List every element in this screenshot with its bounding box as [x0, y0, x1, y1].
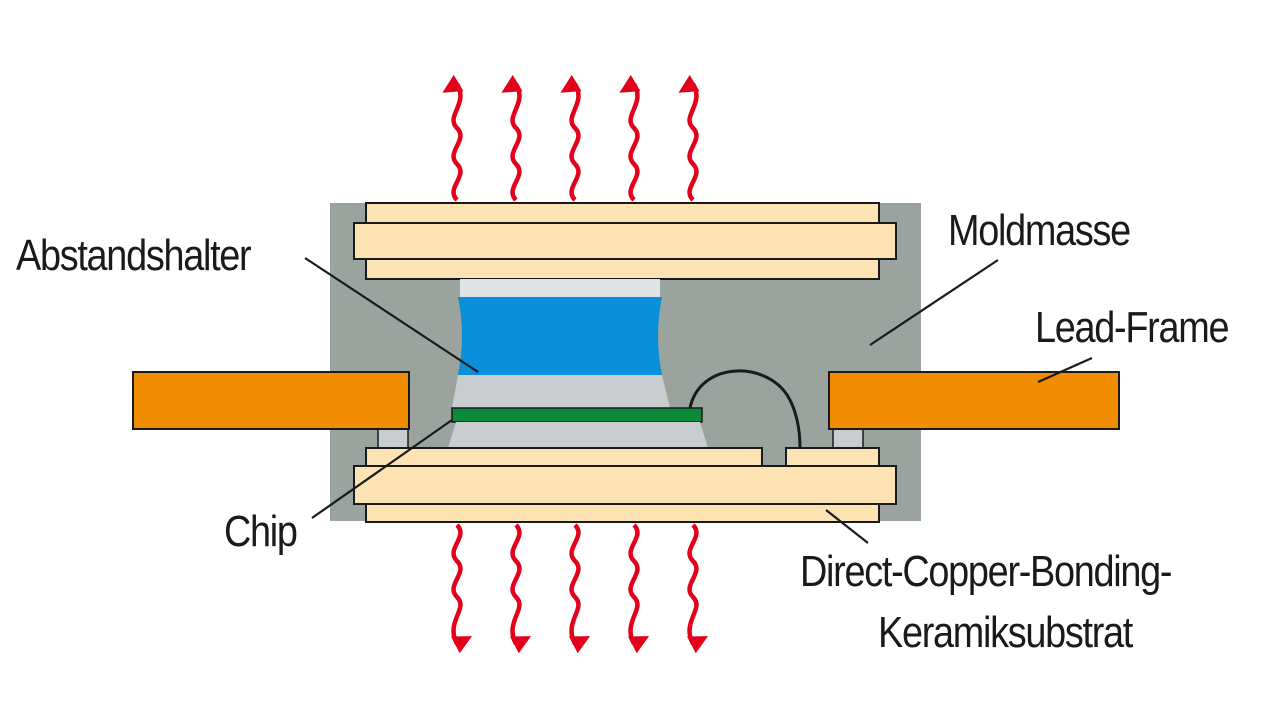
label-mold-compound: Moldmasse: [948, 206, 1131, 255]
heat-arrow-up: [560, 74, 582, 202]
spacer-block: [458, 297, 662, 375]
heat-arrow-up: [619, 74, 641, 202]
heat-arrow-down: [450, 523, 473, 654]
bottom-ceramic: [353, 465, 897, 505]
heat-arrows-up: [442, 74, 700, 202]
label-substrate-line1: Direct-Copper-Bonding-: [800, 547, 1173, 596]
label-chip: Chip: [224, 507, 298, 556]
bottom-copper-pad-right: [785, 447, 880, 467]
bottom-copper-pad-left: [365, 447, 763, 467]
top-dcb-substrate: [353, 202, 897, 280]
heat-arrow-up: [501, 74, 523, 202]
heat-arrow-down: [686, 523, 709, 654]
leader-lines: [304, 257, 1093, 544]
leadframe-solder-right: [832, 428, 864, 450]
top-copper-outer: [365, 202, 880, 224]
chip: [451, 407, 703, 423]
lead-frame-right: [828, 371, 1120, 430]
bottom-copper-outer: [365, 503, 880, 523]
top-ceramic: [353, 222, 897, 260]
bottom-dcb-substrate: [353, 447, 897, 523]
heat-arrow-up: [442, 74, 464, 202]
top-copper-inner: [365, 258, 880, 280]
heat-arrow-up: [678, 74, 700, 202]
label-substrate-line2: Keramiksubstrat: [878, 608, 1133, 657]
leader-spacer: [304, 257, 479, 373]
heat-arrow-down: [509, 523, 532, 654]
heat-arrow-down: [568, 523, 591, 654]
heat-arrows-down: [450, 523, 709, 654]
heat-arrow-down: [627, 523, 650, 654]
solder-bottom: [448, 422, 708, 448]
leader-chip: [311, 419, 453, 519]
label-lead-frame: Lead-Frame: [1035, 303, 1230, 352]
solder-mid: [452, 375, 670, 408]
solder-top: [460, 279, 660, 297]
label-spacer: Abstandshalter: [16, 231, 252, 280]
leadframe-solder-left: [377, 428, 409, 450]
leader-substrate: [825, 509, 869, 544]
lead-frame-left: [132, 371, 410, 430]
leader-mold: [869, 259, 999, 346]
bond-wire: [688, 369, 802, 449]
leader-leadframe: [1037, 356, 1093, 384]
